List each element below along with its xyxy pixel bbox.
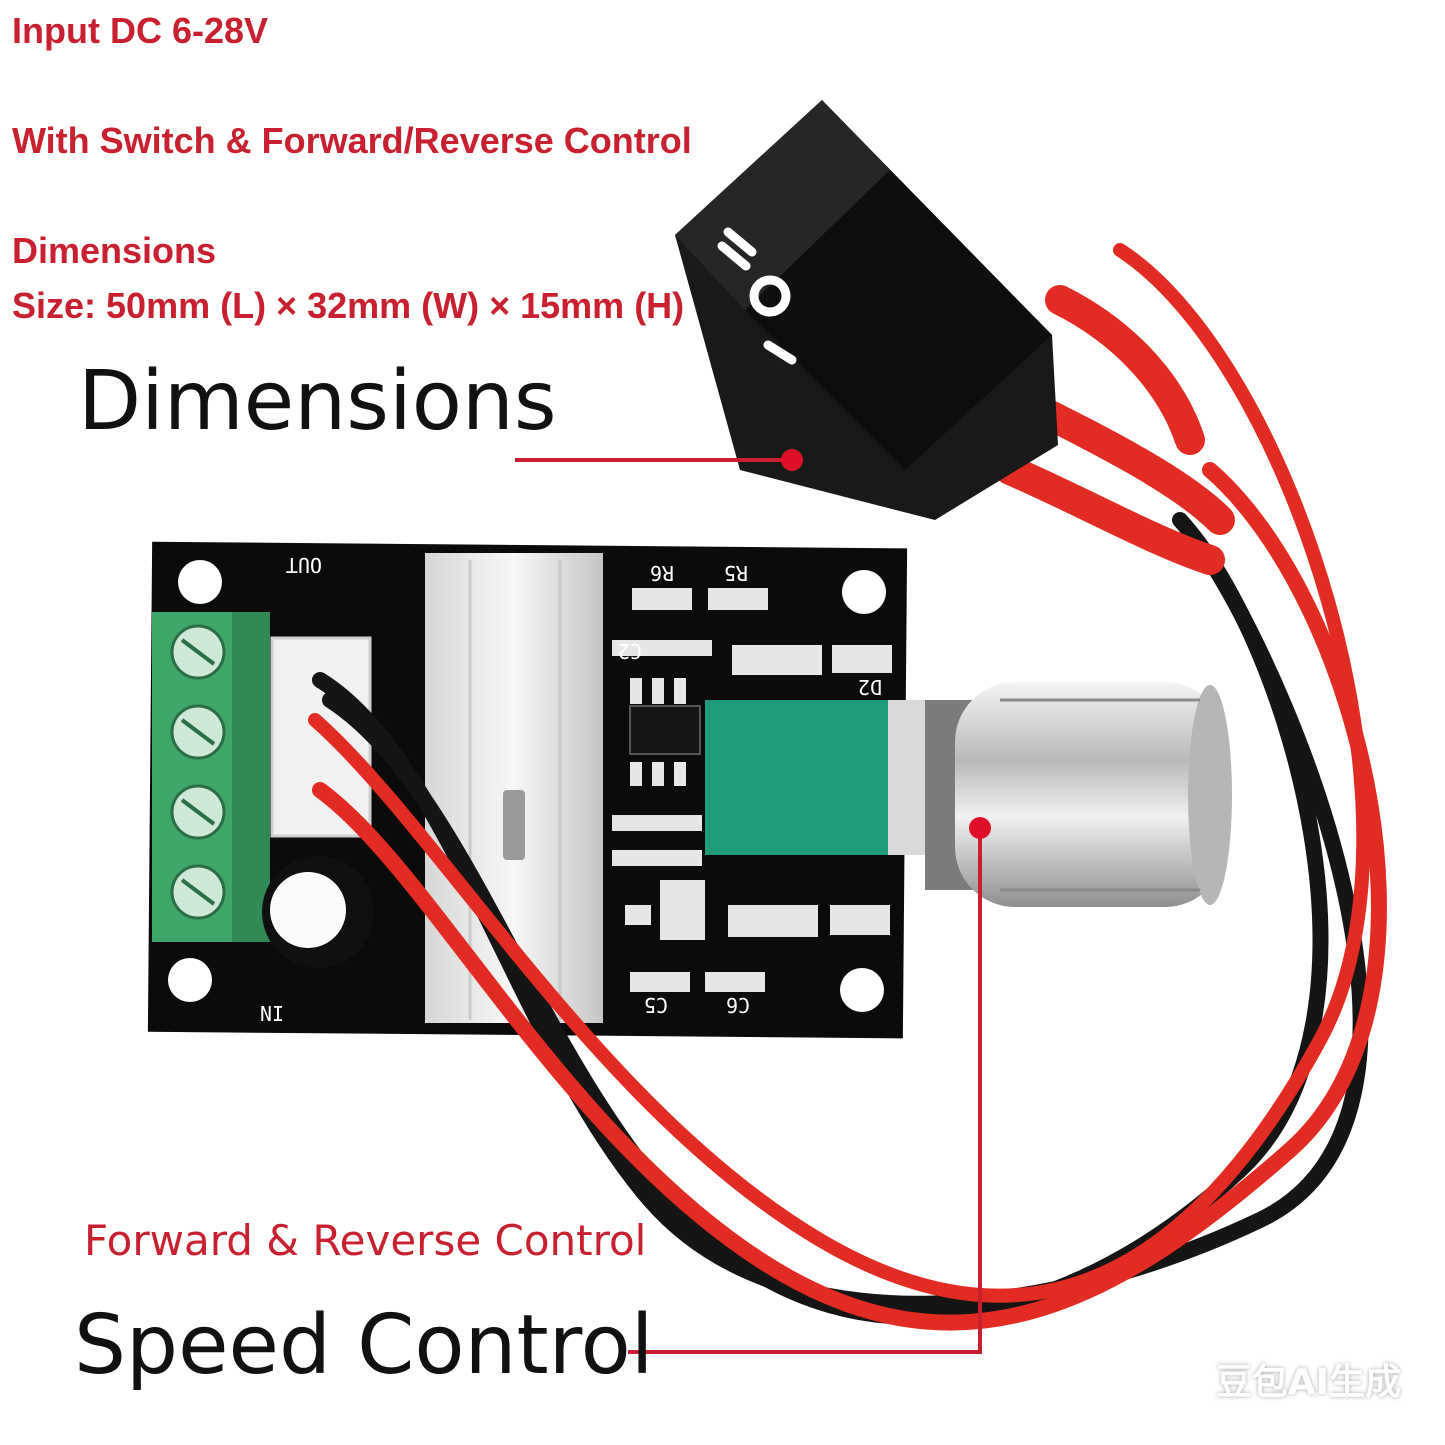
speed-callout-line [628,828,982,1354]
mounting-hole [178,560,222,604]
spec-dimensions-heading: Dimensions [12,230,217,271]
label-c2: C2 [618,639,642,663]
mounting-hole [840,968,884,1012]
dimensions-callout-dot [781,449,803,471]
label-d2: D2 [858,675,882,699]
label-c5: C5 [644,993,668,1017]
spec-size: Size: 50mm (L) × 32mm (W) × 15mm (H) [12,285,685,326]
watermark: 豆包AI生成 [1215,1362,1401,1403]
label-in: IN [260,1001,284,1025]
potentiometer-body [705,700,900,855]
wire-harness [308,243,1387,1331]
rocker-switch [675,100,1058,520]
spec-switch: With Switch & Forward/Reverse Control [12,120,692,161]
speed-knob [925,682,1232,907]
spec-input: Input DC 6-28V [12,10,269,51]
label-r6: R6 [650,561,674,585]
mounting-hole [842,570,886,614]
label-c6: C6 [726,993,750,1017]
label-r5: R5 [724,561,748,585]
wire-connector [270,636,372,838]
mounting-hole [168,958,212,1002]
callout-forward-reverse: Forward & Reverse Control [84,1216,647,1265]
callout-speed: Speed Control [74,1298,654,1393]
terminal-block [152,612,270,942]
label-out: OUT [286,553,322,577]
speed-callout-dot [969,817,991,839]
callout-dimensions: Dimensions [78,354,557,449]
